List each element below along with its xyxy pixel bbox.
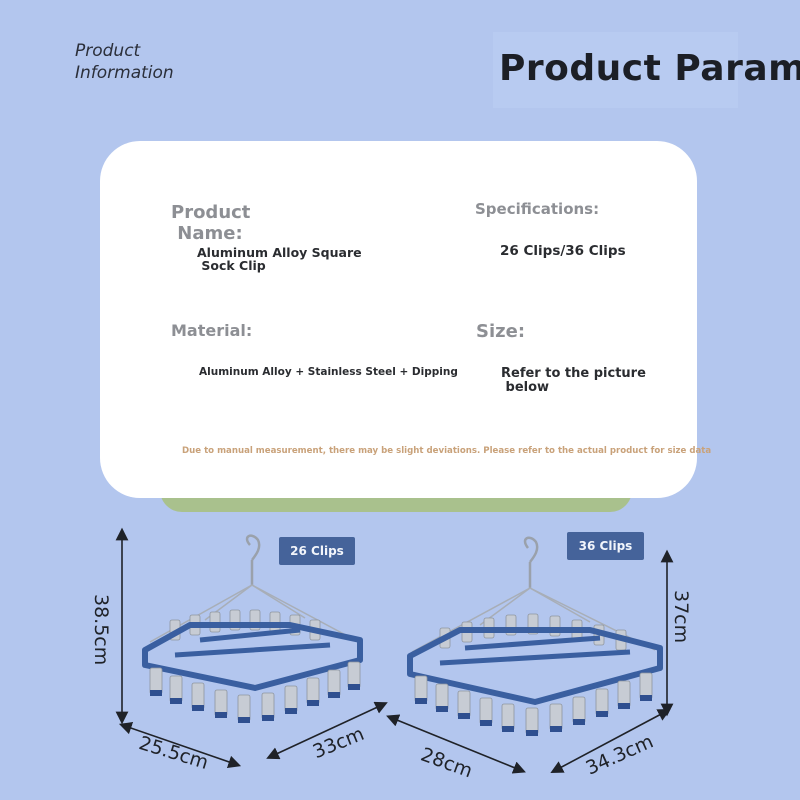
measurement-note: Due to manual measurement, there may be … xyxy=(182,446,712,456)
product-information-label: Product Information xyxy=(75,41,174,83)
material-label: Material: xyxy=(171,321,253,340)
specifications-label: Specifications: xyxy=(475,200,600,218)
width-arrow-left xyxy=(118,722,242,768)
size-label: Size: xyxy=(476,321,526,342)
page-title: Product Param xyxy=(499,48,800,89)
size-value: Refer to the picture below xyxy=(501,366,646,395)
tag-36-clips: 36 Clips xyxy=(567,532,644,560)
product-name-label: Product Name: xyxy=(171,202,251,244)
height-label-right: 37cm xyxy=(670,590,692,644)
width-arrow-right xyxy=(386,714,526,774)
depth-arrow-right xyxy=(550,708,671,774)
hanger-36-clips xyxy=(407,536,663,736)
tag-26-clips: 26 Clips xyxy=(279,537,355,565)
info-card xyxy=(100,141,697,498)
specifications-value: 26 Clips/36 Clips xyxy=(500,243,626,259)
product-name-value: Aluminum Alloy Square Sock Clip xyxy=(197,245,362,273)
depth-arrow-left xyxy=(266,701,388,760)
heading-backdrop xyxy=(493,32,738,108)
material-value: Aluminum Alloy + Stainless Steel + Dippi… xyxy=(199,366,458,378)
height-label-left: 38.5cm xyxy=(90,594,112,666)
